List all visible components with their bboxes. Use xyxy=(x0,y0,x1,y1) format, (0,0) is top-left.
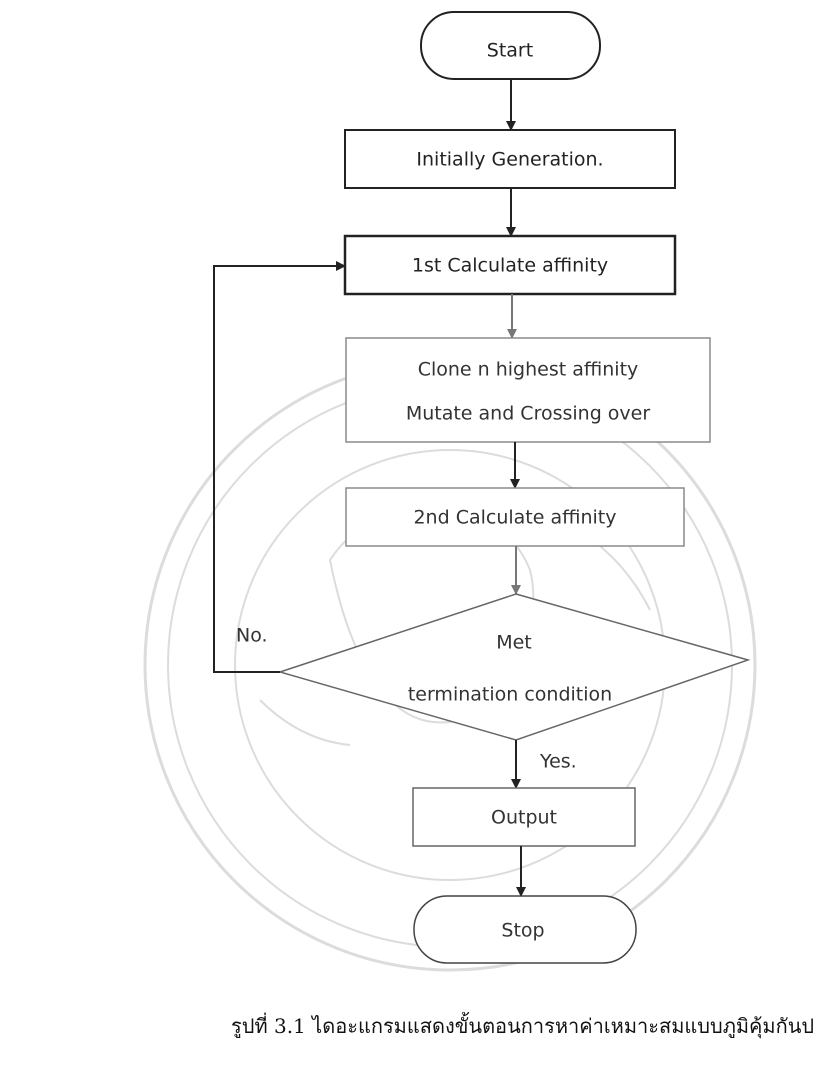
flowchart-diagram: Start Initially Generation. 1st Calculat… xyxy=(143,11,757,972)
second-affinity-box xyxy=(345,487,685,547)
flowchart-page: Start Initially Generation. 1st Calculat… xyxy=(143,11,814,1038)
yes-branch-label: Yes. xyxy=(539,751,577,773)
decision-line2-label: termination condition xyxy=(408,684,612,706)
no-branch-label: No. xyxy=(236,625,268,647)
clone-mutate-box xyxy=(345,337,711,443)
initial-generation-label: Initially Generation. xyxy=(416,149,603,171)
output-label: Output xyxy=(491,807,557,829)
stop-terminal xyxy=(413,895,637,964)
clone-line1-label: Clone n highest affinity xyxy=(418,359,639,381)
no-loop-connector xyxy=(213,261,346,673)
stop-label: Stop xyxy=(501,920,544,942)
decision-line1-label: Met xyxy=(496,632,532,654)
clone-line2-label: Mutate and Crossing over xyxy=(406,403,651,425)
termination-decision-diamond xyxy=(277,593,751,741)
initial-generation-box xyxy=(344,129,676,189)
start-label: Start xyxy=(487,40,533,62)
second-affinity-label: 2nd Calculate affinity xyxy=(413,507,616,529)
figure-caption: รูปที่ 3.1 ไดอะแกรมแสดงขั้นตอนการหาค่าเห… xyxy=(231,1014,814,1038)
output-box xyxy=(412,787,636,847)
first-affinity-box xyxy=(343,234,677,296)
first-affinity-label: 1st Calculate affinity xyxy=(412,255,608,277)
